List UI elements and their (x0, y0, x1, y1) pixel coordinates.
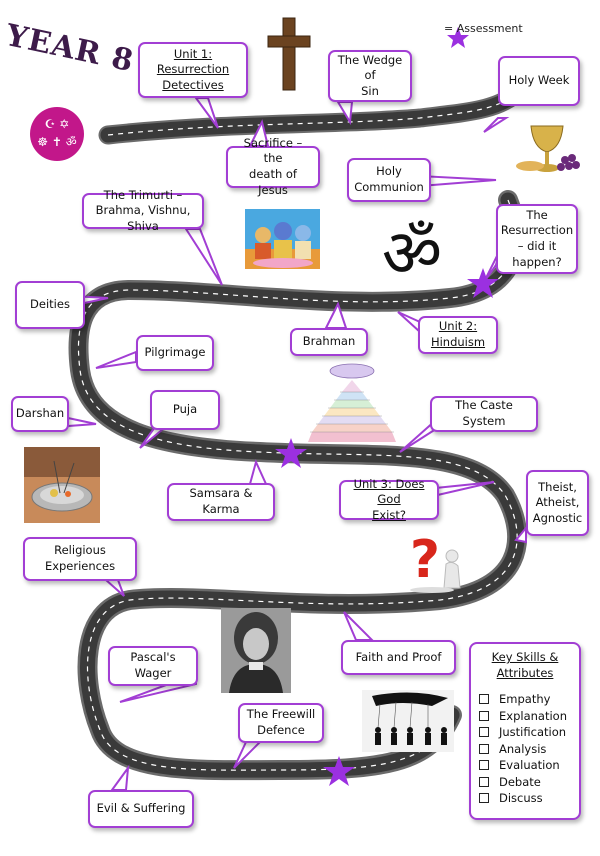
box-deities: Deities (15, 281, 85, 329)
box-unit1: Unit 1: Resurrection Detectives (138, 42, 248, 98)
key-skills-title: Key Skills & Attributes (491, 650, 559, 680)
assessment-star-icon (447, 27, 469, 48)
key-skills-list: Empathy Explanation Justification Analys… (479, 691, 571, 807)
box-brahman: Brahman (290, 328, 368, 356)
pascal-portrait-image (221, 608, 291, 693)
box-resurrection: The Resurrection – did it happen? (496, 204, 578, 274)
legend-label: = Assessment (444, 22, 523, 35)
checkbox-icon (479, 776, 489, 787)
assessment-stars (275, 27, 499, 786)
assessment-star-icon (275, 438, 307, 468)
checkbox-icon (479, 727, 489, 738)
checkbox-icon (479, 694, 489, 705)
skill-item: Analysis (479, 741, 571, 758)
road (68, 80, 530, 781)
box-religious-experiences: Religious Experiences (23, 537, 137, 581)
pyramid-icon (308, 363, 396, 442)
skill-item: Explanation (479, 708, 571, 725)
hindu-gods-image (245, 209, 320, 269)
box-unit3: Unit 3: Does God Exist? (339, 477, 439, 522)
skill-item: Justification (479, 724, 571, 741)
box-trimurti: The Trimurti – Brahma, Vishnu, Shiva (82, 188, 204, 233)
assessment-legend: = Assessment (444, 22, 523, 35)
puppet-hand-image (362, 690, 454, 752)
cross-icon (267, 17, 311, 91)
puja-plate-image (24, 447, 100, 523)
checkbox-icon (479, 793, 489, 804)
assessment-star-icon (323, 756, 355, 786)
skill-item: Evaluation (479, 757, 571, 774)
box-theist-atheist-agnostic: Theist, Atheist, Agnostic (526, 470, 589, 536)
box-puja: Puja (150, 390, 220, 430)
box-wedge-of-sin: The Wedge of Sin (328, 50, 412, 102)
checkbox-icon (479, 760, 489, 771)
checkbox-icon (479, 743, 489, 754)
skill-item: Discuss (479, 790, 571, 807)
box-pascals-wager: Pascal's Wager (108, 646, 198, 686)
box-unit2: Unit 2: Hinduism (418, 316, 498, 354)
box-faith-and-proof: Faith and Proof (341, 640, 456, 675)
box-holy-communion: Holy Communion (347, 158, 431, 202)
skill-item: Empathy (479, 691, 571, 708)
box-samsara-karma: Samsara & Karma (167, 483, 275, 521)
box-darshan: Darshan (11, 396, 69, 432)
box-holy-week: Holy Week (498, 56, 580, 106)
svg-text:☸ ✝ ॐ: ☸ ✝ ॐ (37, 135, 76, 149)
religions-symbol-icon: ☪ ✡ ☸ ✝ ॐ (30, 107, 84, 161)
box-freewill-defence: The Freewill Defence (238, 703, 324, 743)
skill-item: Debate (479, 774, 571, 791)
checkbox-icon (479, 710, 489, 721)
box-evil-suffering: Evil & Suffering (88, 790, 194, 828)
assessment-star-icon (467, 268, 499, 298)
key-skills-panel: Key Skills & Attributes Empathy Explanat… (469, 642, 581, 820)
box-sacrifice: Sacrifice – the death of Jesus (226, 136, 320, 197)
svg-text:☪ ✡: ☪ ✡ (45, 117, 70, 131)
box-pilgrimage: Pilgrimage (136, 335, 214, 371)
chalice-icon (516, 125, 580, 172)
question-mark-icon: ? (410, 530, 461, 593)
box-caste-system: The Caste System (430, 396, 538, 432)
svg-text:?: ? (410, 530, 440, 590)
om-icon: ॐ (382, 215, 442, 292)
